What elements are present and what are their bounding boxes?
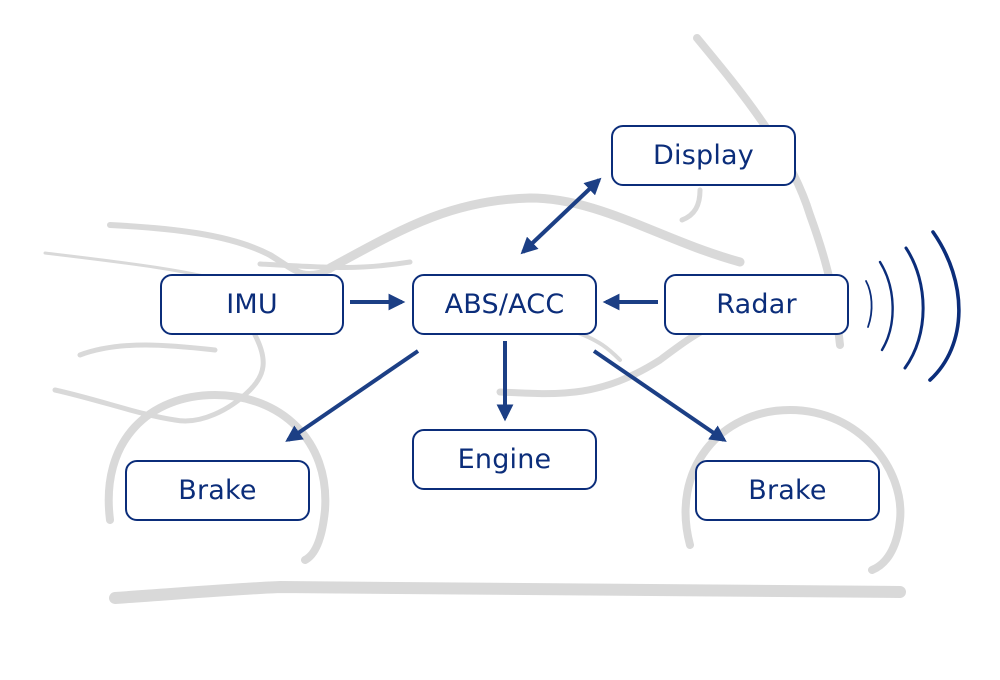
imu-label: IMU (226, 289, 278, 320)
radar-node: Radar (664, 274, 849, 335)
display-label: Display (653, 140, 754, 171)
arrow-abs-brake-right (592, 349, 727, 442)
arrow-abs-brake-left (285, 349, 420, 442)
abs-acc-node: ABS/ACC (412, 274, 597, 335)
imu-node: IMU (160, 274, 344, 335)
brake-front-label: Brake (178, 475, 257, 506)
engine-node: Engine (412, 429, 597, 490)
engine-label: Engine (457, 444, 552, 475)
brake-rear-node: Brake (695, 460, 880, 521)
brake-rear-label: Brake (748, 475, 827, 506)
brake-front-node: Brake (125, 460, 310, 521)
abs-acc-label: ABS/ACC (444, 289, 565, 320)
radar-waves-icon (865, 230, 961, 382)
radar-label: Radar (716, 289, 797, 320)
arrow-abs-display (520, 177, 602, 255)
display-node: Display (611, 125, 796, 186)
connections (285, 177, 727, 442)
